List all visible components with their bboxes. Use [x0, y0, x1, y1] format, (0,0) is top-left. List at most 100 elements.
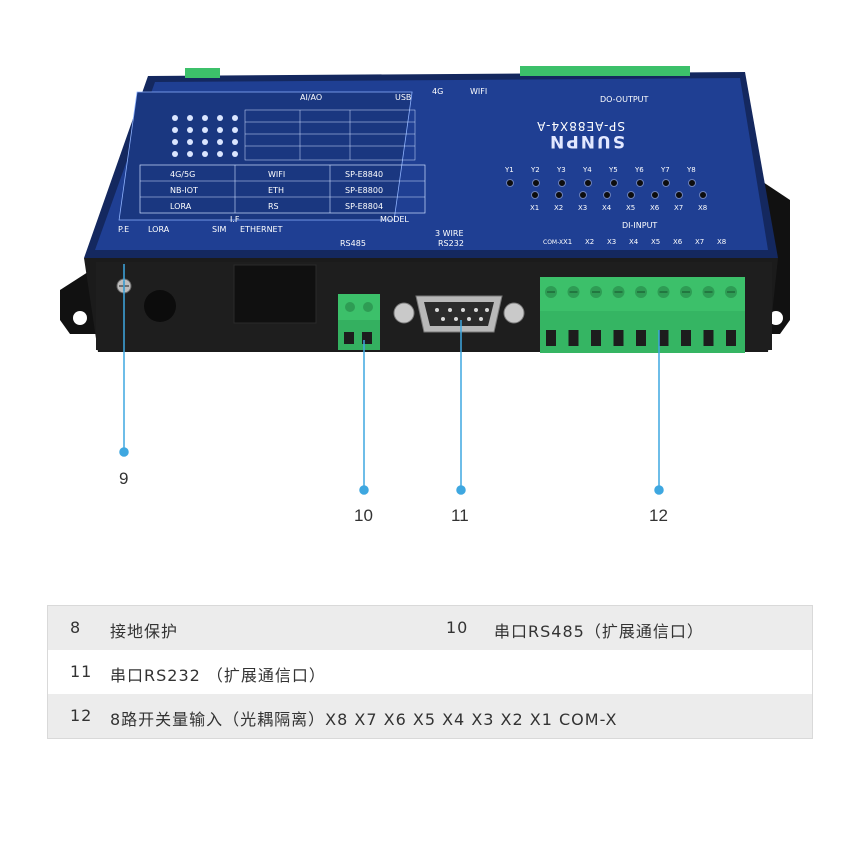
model-cell: SP-E8804	[345, 202, 383, 211]
legend-row: 11 串口RS232 （扩展通信口）	[48, 650, 812, 694]
di-led	[555, 191, 563, 199]
model-cell: LORA	[170, 202, 192, 211]
model-cell: NB-IOT	[170, 186, 198, 195]
di-terminal-block[interactable]	[540, 277, 745, 353]
legend-text: 接地保护	[110, 622, 179, 641]
di-terminal-label: X6	[673, 238, 683, 246]
legend-num: 8	[70, 618, 82, 637]
model-number: SP-AE88X4-A	[536, 119, 625, 133]
di-terminal-label: X4	[629, 238, 639, 246]
di-led-label: X8	[698, 204, 707, 212]
legend-row: 8 接地保护 10 串口RS485（扩展通信口）	[48, 606, 812, 650]
pe-label: P.E	[118, 225, 129, 234]
if-header: I.F	[230, 215, 240, 224]
legend-row: 12 8路开关量输入（光耦隔离）X8 X7 X6 X5 X4 X3 X2 X1 …	[48, 694, 812, 738]
lora-antenna-port[interactable]	[144, 290, 176, 322]
model-cell: SP-E8840	[345, 170, 383, 179]
terminal-wire-hole[interactable]	[658, 330, 669, 346]
do-channel-label: Y5	[608, 166, 618, 174]
terminal-wire-hole[interactable]	[568, 330, 579, 346]
callout-12: 12	[649, 506, 668, 525]
rs485-terminal[interactable]	[338, 294, 380, 350]
di-led-label: X4	[602, 204, 612, 212]
di-led	[651, 191, 659, 199]
model-table: MODEL I.F SP-E8840 WIFI 4G/5G SP-E8800 E…	[139, 164, 426, 224]
di-led	[627, 191, 635, 199]
di-input-label: DI-INPUT	[622, 221, 657, 230]
di-led-label: X6	[650, 204, 660, 212]
rs232-wire-label: 3 WIRE	[435, 229, 464, 238]
legend-num: 11	[70, 662, 93, 681]
di-led-label: X2	[554, 204, 563, 212]
terminal-wire-hole[interactable]	[636, 330, 646, 346]
do-led	[688, 179, 696, 187]
wifi-label: WIFI	[470, 87, 487, 96]
power-terminal	[185, 68, 220, 78]
brand-block: SUNPN SP-AE88X4-A	[536, 119, 625, 151]
do-channel-label: Y6	[634, 166, 644, 174]
legend-num: 10	[446, 618, 469, 637]
terminal-wire-hole[interactable]	[681, 330, 691, 346]
ethernet-label: ETHERNET	[240, 225, 283, 234]
di-terminal-label: X5	[651, 238, 660, 246]
device-illustration: MODEL I.F SP-E8840 WIFI 4G/5G SP-E8800 E…	[60, 66, 790, 495]
four-g-label: 4G	[432, 87, 443, 96]
di-led-label: X3	[578, 204, 587, 212]
di-terminal-label: X2	[585, 238, 594, 246]
do-led	[558, 179, 566, 187]
model-header: MODEL	[380, 215, 409, 224]
do-terminal	[520, 66, 690, 76]
callout-9: 9	[119, 469, 129, 488]
legend-table: 8 接地保护 10 串口RS485（扩展通信口） 11 串口RS232 （扩展通…	[47, 605, 813, 739]
callout-10: 10	[354, 506, 373, 525]
terminal-wire-hole[interactable]	[726, 330, 736, 346]
do-led	[610, 179, 618, 187]
legend-num: 12	[70, 706, 93, 725]
do-channel-label: Y4	[582, 166, 592, 174]
legend-text: 串口RS232 （扩展通信口）	[110, 666, 326, 685]
di-led-label: X7	[674, 204, 683, 212]
sim-slot[interactable]	[233, 264, 317, 324]
di-terminal-label: X3	[607, 238, 616, 246]
di-led	[603, 191, 611, 199]
model-cell: RS	[268, 202, 279, 211]
do-channel-label: Y8	[686, 166, 696, 174]
di-led-label: X1	[530, 204, 539, 212]
di-led	[675, 191, 683, 199]
do-led	[662, 179, 670, 187]
terminal-wire-hole[interactable]	[613, 330, 624, 346]
terminal-wire-hole[interactable]	[546, 330, 556, 346]
model-cell: ETH	[268, 186, 284, 195]
do-channel-label: Y2	[530, 166, 540, 174]
rs232-label: RS232	[438, 239, 464, 248]
model-cell: 4G/5G	[170, 170, 195, 179]
usb-label: USB	[395, 93, 411, 102]
do-output-label: DO-OUTPUT	[600, 95, 649, 104]
terminal-wire-hole[interactable]	[591, 330, 601, 346]
do-led	[584, 179, 592, 187]
legend-text: 8路开关量输入（光耦隔离）X8 X7 X6 X5 X4 X3 X2 X1 COM…	[110, 710, 618, 729]
sim-label: SIM	[212, 225, 226, 234]
di-led	[579, 191, 587, 199]
model-cell: SP-E8800	[345, 186, 383, 195]
lora-label: LORA	[148, 225, 170, 234]
do-channel-label: Y7	[660, 166, 670, 174]
di-terminal-label: X8	[717, 238, 726, 246]
di-terminal-label: X7	[695, 238, 704, 246]
ai-ao-label: AI/AO	[300, 93, 322, 102]
rs485-label: RS485	[340, 239, 366, 248]
do-channel-label: Y3	[556, 166, 566, 174]
brand-logo: SUNPN	[548, 131, 625, 151]
callout-11: 11	[451, 506, 469, 525]
com-x-label: COM-X	[543, 239, 563, 246]
model-cell: WIFI	[268, 170, 285, 179]
do-led	[636, 179, 644, 187]
di-terminal-label: X1	[563, 238, 572, 246]
do-led	[506, 179, 514, 187]
di-led	[531, 191, 539, 199]
rs232-db9-port[interactable]	[393, 295, 525, 333]
di-label-row: X1 X2 X3 X4 X5 X6 X7 X8	[563, 238, 726, 246]
terminal-wire-hole[interactable]	[703, 330, 714, 346]
